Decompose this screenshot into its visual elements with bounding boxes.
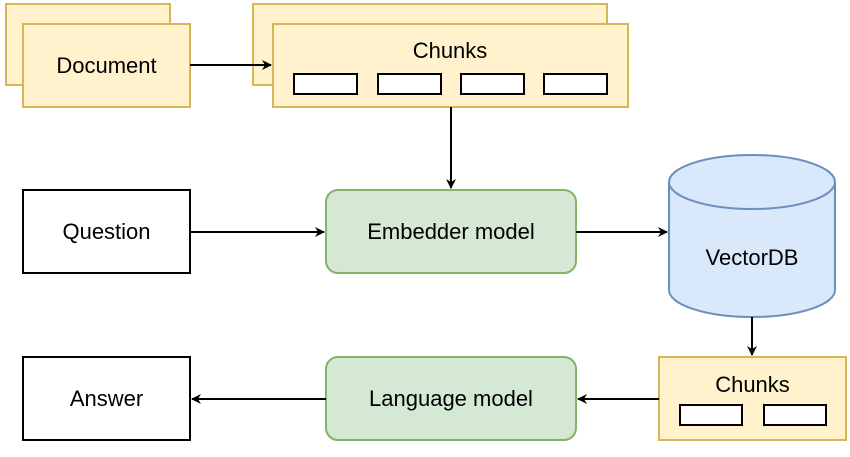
chunk-slot (460, 73, 525, 95)
question-node: Question (22, 189, 191, 274)
chunks-top-label: Chunks (413, 38, 488, 63)
answer-label: Answer (70, 386, 143, 411)
chunk-slot (377, 73, 442, 95)
chunks-bottom-box (658, 356, 847, 441)
language-model-label: Language model (369, 386, 533, 411)
chunk-slot (763, 404, 827, 426)
document-box (22, 23, 191, 108)
document-label: Document (56, 53, 156, 78)
chunk-slot (543, 73, 608, 95)
chunk-slot (679, 404, 743, 426)
vectordb-label: VectorDB (706, 245, 799, 270)
question-box (22, 189, 191, 274)
chunk-slot (293, 73, 358, 95)
chunks-bottom-node: Chunks (658, 356, 847, 441)
chunks-top-node: Chunks (252, 3, 629, 108)
answer-box (22, 356, 191, 441)
language-model-node: Language model (325, 356, 577, 441)
vectordb-node: VectorDB (668, 154, 836, 318)
question-label: Question (62, 219, 150, 244)
embedder-model-node: Embedder model (325, 189, 577, 274)
document-node: Document (5, 3, 191, 108)
vectordb-cylinder-top (668, 154, 836, 210)
chunks-bottom-label: Chunks (715, 372, 790, 397)
answer-node: Answer (22, 356, 191, 441)
embedder-model-label: Embedder model (367, 219, 535, 244)
vectordb-cylinder-body (668, 182, 836, 318)
